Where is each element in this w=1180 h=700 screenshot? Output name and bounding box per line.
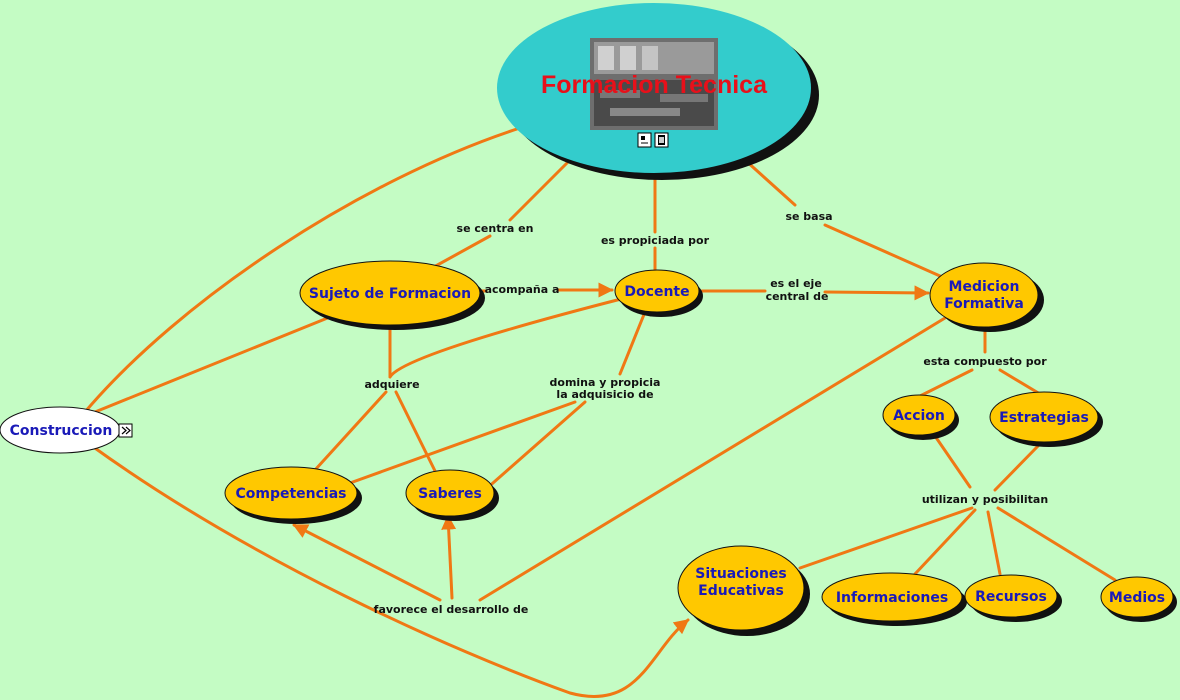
concept-label: Estrategias <box>999 410 1089 426</box>
concept-medios[interactable]: Medios <box>1100 576 1177 622</box>
concept-label: Medicion <box>949 279 1020 295</box>
concept-label: Recursos <box>975 589 1047 605</box>
edge-utilizan-informaciones <box>913 508 977 576</box>
concept-saberes[interactable]: Saberes <box>405 469 499 521</box>
edge-favorece-saberes <box>441 514 457 600</box>
edge-adquiere-saberes <box>394 390 440 479</box>
edges <box>83 126 1117 699</box>
concept-sujeto[interactable]: Sujeto de Formacion <box>299 260 485 330</box>
edge-compuesto-accion <box>916 368 974 399</box>
link-label: es propiciada por <box>601 234 710 247</box>
concept-label: Medios <box>1109 590 1165 606</box>
edge-utilizan-recursos <box>986 510 1002 576</box>
edge-favorece-competencias <box>292 523 442 602</box>
concept-competencias[interactable]: Competencias <box>224 466 362 524</box>
link-label: central de <box>766 290 829 303</box>
link-labels: se centra en es propiciada por se basa a… <box>364 210 1048 616</box>
edge-utilizan-medios <box>996 506 1117 582</box>
link-label: acompaña a <box>485 283 560 296</box>
edge-sebasa-medicion <box>823 223 942 278</box>
link-label: se basa <box>785 210 832 223</box>
edge-title-construccion <box>83 126 522 414</box>
classroom-photo <box>590 38 718 130</box>
edge-domina-saberes <box>483 400 587 492</box>
concept-construccion[interactable]: Construccion <box>0 406 133 454</box>
concept-medicion[interactable]: Medicion Formativa <box>929 262 1044 332</box>
edge-title-sececentra <box>508 158 572 222</box>
concept-label: Sujeto de Formacion <box>309 286 471 302</box>
edge-docente-construccion <box>388 296 627 379</box>
concept-label: Informaciones <box>836 590 948 606</box>
edge-domina-competencias <box>348 400 577 485</box>
concept-label: Competencias <box>235 486 346 502</box>
edge-title-sebasa <box>743 158 797 207</box>
edge-eje-medicion <box>823 285 930 301</box>
concept-label: Docente <box>624 284 689 300</box>
film-icon[interactable] <box>654 132 669 148</box>
concept-recursos[interactable]: Recursos <box>964 574 1062 622</box>
concept-estrategias[interactable]: Estrategias <box>989 391 1103 447</box>
link-label: la adquisicio de <box>556 388 653 401</box>
link-label: es el eje <box>770 277 822 290</box>
link-label: domina y propicia <box>550 376 661 389</box>
edge-sujeto-construccion <box>93 315 332 414</box>
link-label: adquiere <box>364 378 419 391</box>
edge-secentra-sujeto <box>430 234 492 270</box>
expand-arrows-icon[interactable] <box>118 423 133 438</box>
concept-situaciones[interactable]: Situaciones Educativas <box>677 545 810 636</box>
concept-informaciones[interactable]: Informaciones <box>821 572 967 626</box>
concept-label: Educativas <box>698 583 784 599</box>
concept-label: Construccion <box>10 423 113 439</box>
document-icon[interactable] <box>637 132 652 148</box>
concept-label: Formativa <box>944 296 1024 312</box>
title-node[interactable]: Formacion Tecnica <box>497 3 819 180</box>
concept-label: Situaciones <box>695 566 787 582</box>
link-label: se centra en <box>457 222 534 235</box>
edge-accion-utilizan <box>933 434 972 489</box>
link-label: esta compuesto por <box>923 355 1047 368</box>
edge-adquiere-competencias <box>313 390 388 472</box>
concept-label: Accion <box>893 408 945 424</box>
concept-docente[interactable]: Docente <box>614 269 703 317</box>
link-label: utilizan y posibilitan <box>922 493 1048 506</box>
title-text: Formacion Tecnica <box>541 71 768 99</box>
concept-accion[interactable]: Accion <box>882 394 959 440</box>
concept-label: Saberes <box>418 486 482 502</box>
edge-estrategias-utilizan <box>993 444 1040 492</box>
edge-medicion-favorece <box>478 316 947 602</box>
edge-utilizan-situaciones <box>798 506 974 570</box>
link-label: favorece el desarrollo de <box>374 603 529 616</box>
edge-docente-domina <box>618 310 647 376</box>
edge-construccion-situaciones <box>90 444 690 699</box>
